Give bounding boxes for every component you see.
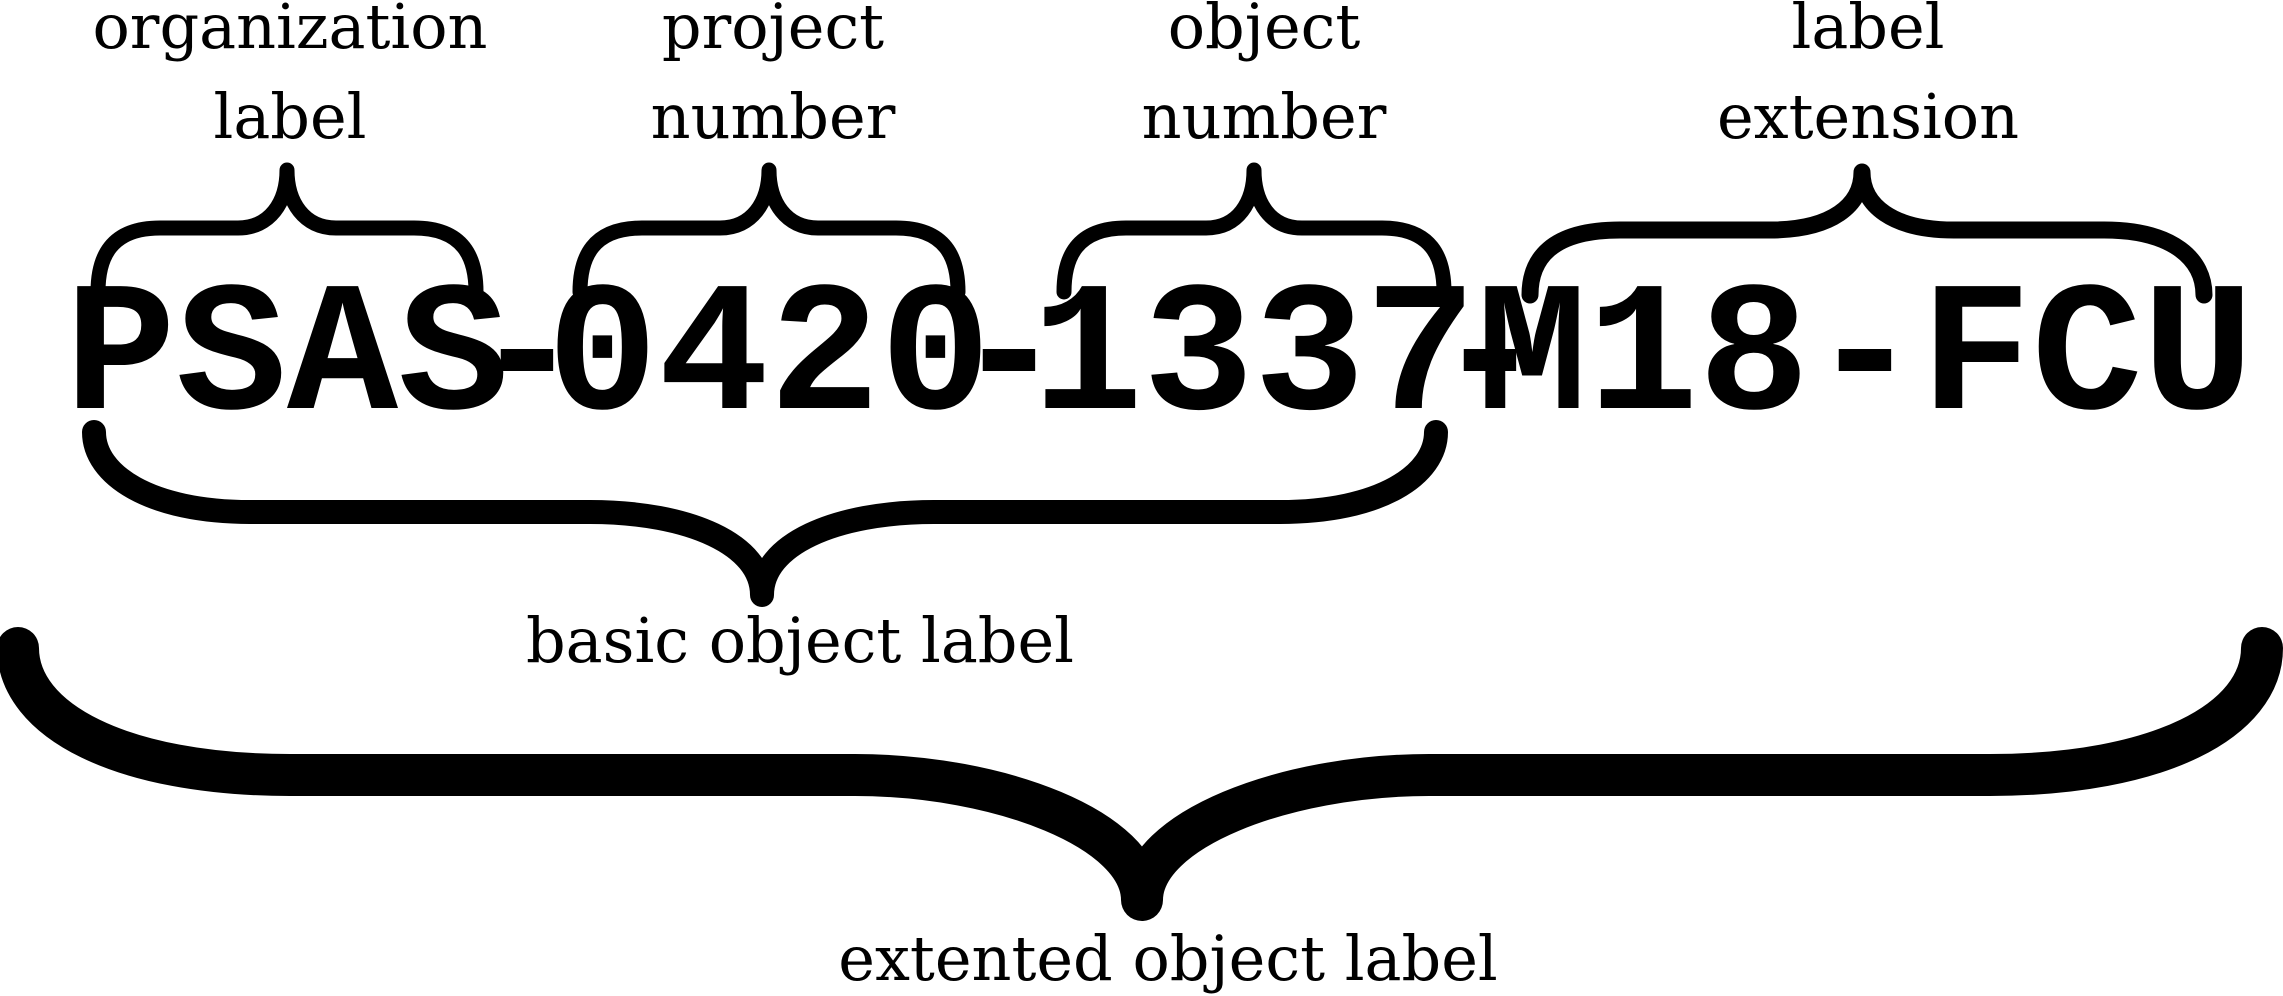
code-separator-1: - — [471, 254, 582, 464]
code-separator-2: - — [953, 254, 1064, 464]
extension-label-line1: label — [1791, 0, 1944, 63]
extension-label-line2: extension — [1717, 80, 2019, 153]
code-extension: M18-FCU — [1476, 254, 2253, 464]
code-org: PSAS — [65, 254, 509, 464]
code-project: 0420 — [547, 254, 991, 464]
project-label-line2: number — [651, 80, 896, 153]
basic-label-brace — [82, 420, 1448, 607]
object-code: PSAS - 0420 - 1337 - M18-FCU — [65, 254, 2254, 464]
object-label-line1: object — [1168, 0, 1361, 63]
top-labels: organization label project number object… — [92, 0, 2019, 153]
code-separator-3: - — [1434, 254, 1545, 464]
project-brace — [572, 162, 966, 300]
object-brace — [1056, 162, 1452, 300]
org-label-line2: label — [213, 80, 366, 153]
org-label-line1: organization — [92, 0, 487, 63]
project-label-line1: project — [662, 0, 884, 63]
top-braces — [90, 162, 2213, 304]
basic-object-label: basic object label — [526, 604, 1074, 677]
extension-brace — [1521, 163, 2213, 304]
code-object: 1337 — [1032, 254, 1476, 464]
object-label-line2: number — [1142, 80, 1387, 153]
extended-label-brace — [0, 627, 2283, 921]
extended-object-label: extented object label — [838, 922, 1497, 995]
org-brace — [90, 162, 484, 300]
